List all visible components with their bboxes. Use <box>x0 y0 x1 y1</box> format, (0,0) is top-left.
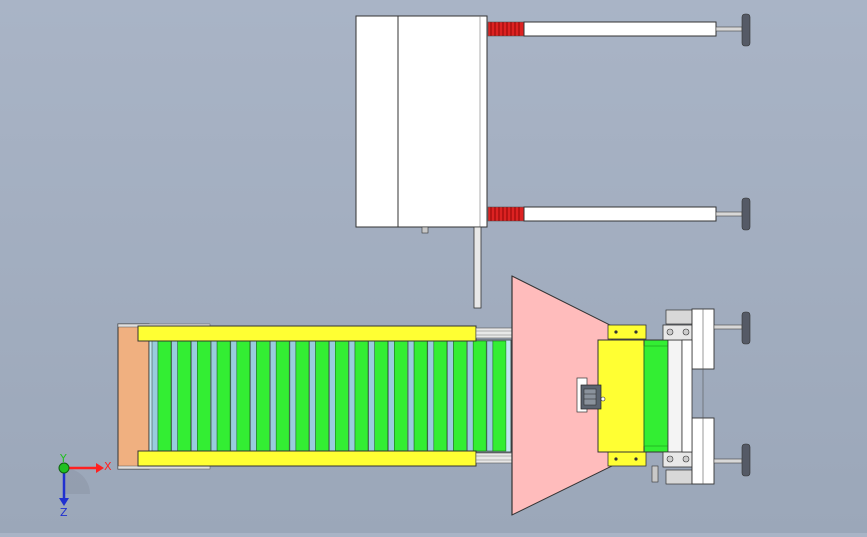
drive-mount-top <box>607 324 647 340</box>
roller-gap <box>151 340 159 452</box>
conveyor-rail-bottom <box>137 450 477 467</box>
roller-gap <box>427 340 435 452</box>
coordinate-triad: X Y Z <box>58 452 112 519</box>
conveyor-roller <box>492 340 507 452</box>
roller-gap <box>329 340 336 452</box>
roller-gap <box>250 340 257 452</box>
conveyor-roller <box>216 340 231 452</box>
conveyor-roller <box>236 340 251 452</box>
roller-gap <box>348 340 356 452</box>
hopper[interactable] <box>511 275 613 516</box>
conveyor-roller <box>256 340 270 452</box>
conveyor-roller <box>275 340 290 452</box>
upper-rod-top <box>523 21 717 37</box>
upper-box-post <box>473 226 482 309</box>
leveling-foot-lower-2 <box>741 443 751 477</box>
conveyor-assembly[interactable] <box>117 323 513 470</box>
conveyor-roller <box>295 340 310 452</box>
leveling-foot-lower-1 <box>741 311 751 345</box>
upper-box-bracket <box>421 226 429 234</box>
roller-gap <box>210 340 218 452</box>
roller-gap <box>171 340 178 452</box>
roller-gap <box>466 340 474 452</box>
leveling-foot-top <box>741 13 751 47</box>
conveyor-roller <box>394 340 408 452</box>
conveyor-roller <box>374 340 389 452</box>
conveyor-roller <box>177 340 191 452</box>
roller-gap <box>447 340 454 452</box>
conveyor-roller <box>197 340 211 452</box>
roller-gap <box>230 340 238 452</box>
conveyor-roller <box>433 340 448 452</box>
roller-gap <box>269 340 277 452</box>
roller-gap <box>407 340 415 452</box>
gearbox <box>576 377 606 413</box>
z-axis-label: Z <box>60 506 68 519</box>
support-frame[interactable] <box>681 308 751 485</box>
conveyor-roller <box>354 340 369 452</box>
conveyor-roller <box>315 340 329 452</box>
roller-gap <box>388 340 395 452</box>
conveyor-roller <box>472 340 487 452</box>
drive-assembly[interactable] <box>576 309 694 485</box>
conveyor-roller <box>157 340 172 452</box>
roller-gap <box>191 340 198 452</box>
conveyor-end-plate <box>117 323 150 470</box>
conveyor-roller <box>413 340 428 452</box>
drive-roller <box>643 339 669 453</box>
roller-gap <box>368 340 375 452</box>
upper-box-assembly[interactable] <box>355 13 751 309</box>
y-axis-dot <box>58 462 70 474</box>
drive-mount-bottom <box>607 451 647 467</box>
conveyor-roller <box>334 340 349 452</box>
conveyor-rail-top <box>137 325 477 342</box>
motor-plate <box>597 339 645 453</box>
roller-gap <box>289 340 297 452</box>
upper-box <box>355 15 488 228</box>
x-axis-label: X <box>104 460 112 473</box>
upper-rod-bottom <box>523 206 717 222</box>
conveyor-roller <box>453 340 467 452</box>
roller-gap <box>309 340 316 452</box>
leveling-foot-mid <box>741 197 751 231</box>
roller-gap <box>486 340 494 452</box>
y-axis-label: Y <box>59 452 67 465</box>
conveyor-rollers <box>151 340 507 452</box>
